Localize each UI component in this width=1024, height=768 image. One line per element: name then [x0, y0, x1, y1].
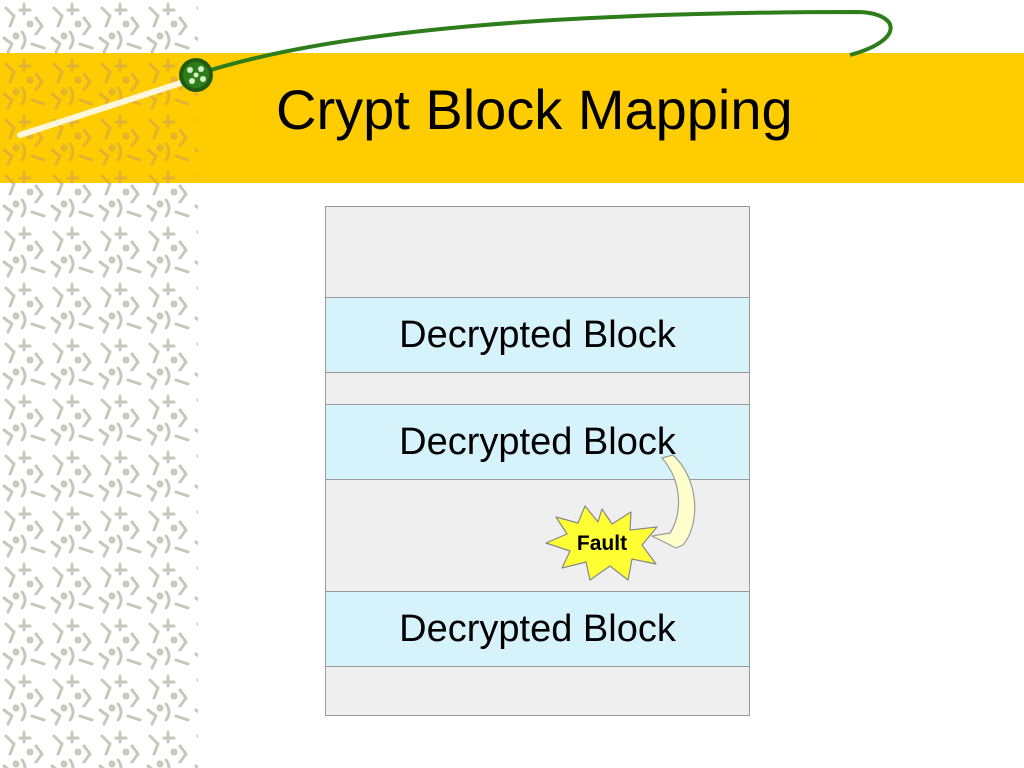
- decrypted-block: Decrypted Block: [325, 591, 750, 667]
- fault-graphic: [545, 454, 696, 581]
- decrypted-block: Decrypted Block: [325, 297, 750, 373]
- title-band-pattern: [0, 53, 198, 183]
- explosion-burst-icon: [545, 505, 658, 581]
- fault-label: Fault: [576, 532, 628, 555]
- slide-title: Crypt Block Mapping: [276, 78, 793, 141]
- curved-arrow-icon: [651, 454, 696, 549]
